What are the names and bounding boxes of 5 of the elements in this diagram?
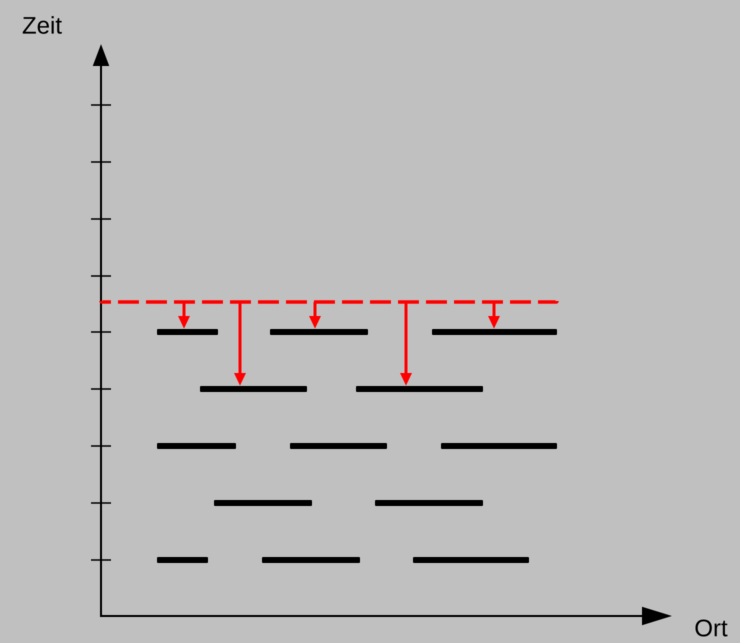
bar [200, 386, 307, 392]
bar [356, 386, 483, 392]
dashed-line [99, 299, 559, 304]
axis-label: Zeit [22, 16, 62, 34]
axis-label: Ort [695, 620, 728, 636]
